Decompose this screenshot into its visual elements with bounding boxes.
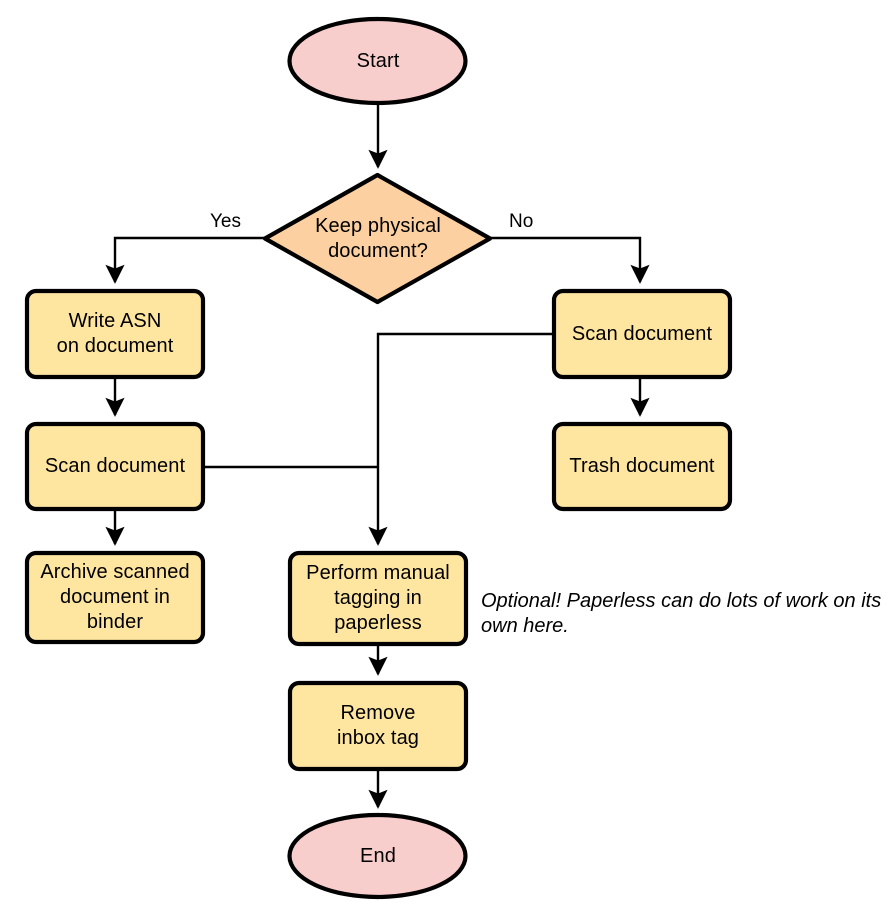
- edge-decision-no-to-scan-right: [491, 236, 650, 284]
- node-shape-start: [287, 16, 468, 106]
- edge-label-no: No: [509, 211, 534, 232]
- connector-layer: [105, 103, 650, 809]
- node-shape-scan-right: [551, 288, 733, 380]
- optional-note: Optional! Paperless can do lots of work …: [481, 590, 882, 637]
- node-shape-archive: [24, 550, 206, 645]
- edge-label-yes: Yes: [210, 211, 241, 232]
- node-shape-scan-left: [24, 421, 206, 512]
- node-shape-decision: [262, 172, 493, 305]
- node-shape-write-asn: [24, 288, 206, 380]
- node-shape-layer: [24, 16, 733, 900]
- edge-scan-right-to-tagging: [368, 332, 553, 546]
- node-shape-remove-inbox: [287, 680, 469, 772]
- node-shape-tagging: [287, 550, 469, 647]
- edge-decision-yes-to-write-asn: [105, 236, 265, 284]
- node-shape-end: [287, 812, 468, 900]
- node-shape-trash: [551, 421, 733, 512]
